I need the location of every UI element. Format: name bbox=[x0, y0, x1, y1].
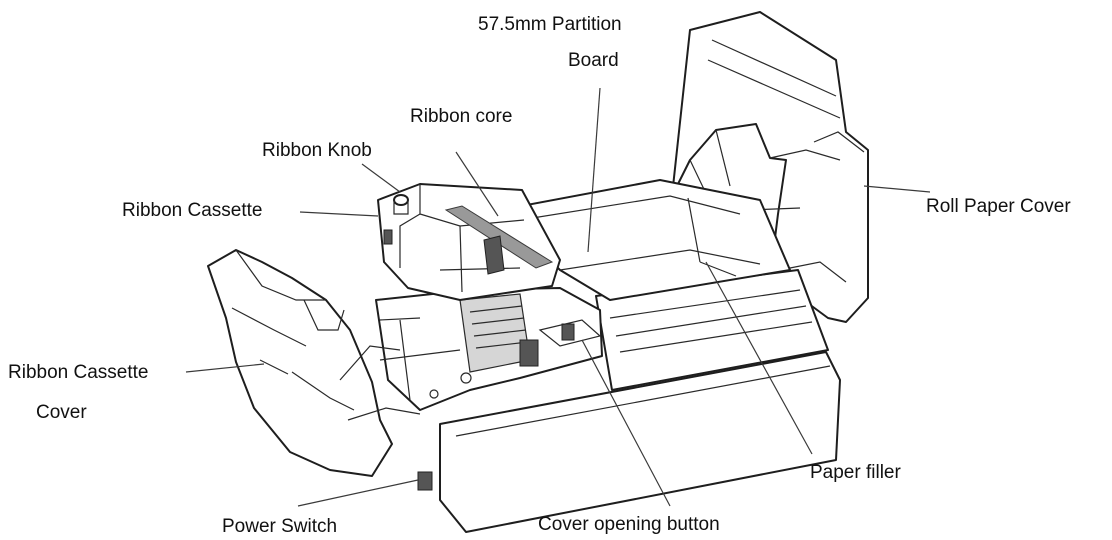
label-roll-paper-cover: Roll Paper Cover bbox=[926, 196, 1071, 217]
leader-partition-board bbox=[587, 87, 601, 253]
label-cover-opening-button: Cover opening button bbox=[538, 514, 720, 535]
leader-ribbon-core bbox=[455, 151, 499, 217]
paper-compartment bbox=[499, 179, 791, 301]
leader-paper-filler bbox=[705, 261, 813, 455]
leader-ribbon-cassette bbox=[299, 211, 379, 217]
label-paper-filler: Paper filler bbox=[810, 462, 901, 483]
printer-illustration bbox=[207, 11, 869, 533]
leader-ribbon-cassette-cover bbox=[185, 363, 265, 373]
leader-lines bbox=[185, 87, 931, 507]
leader-roll-paper-cover bbox=[863, 185, 931, 193]
label-ribbon-cassette-cover-line1: Ribbon Cassette bbox=[8, 362, 148, 383]
label-ribbon-core: Ribbon core bbox=[410, 106, 512, 127]
label-ribbon-cassette: Ribbon Cassette bbox=[122, 200, 262, 221]
label-partition-board-line1: 57.5mm Partition bbox=[478, 14, 622, 35]
label-ribbon-cassette-cover-line2: Cover bbox=[36, 402, 87, 423]
side-details bbox=[339, 319, 602, 491]
print-mechanism bbox=[375, 287, 603, 411]
leader-cover-opening-button bbox=[581, 339, 671, 507]
leader-power-switch bbox=[297, 479, 419, 507]
roll-paper-cover-part bbox=[671, 11, 869, 323]
printer-base bbox=[439, 269, 841, 533]
label-ribbon-knob: Ribbon Knob bbox=[262, 140, 372, 161]
leader-ribbon-knob bbox=[361, 163, 401, 193]
ribbon-cassette-part bbox=[377, 183, 561, 301]
label-partition-board-line2: Board bbox=[568, 50, 619, 71]
ribbon-cassette-cover-part bbox=[207, 249, 393, 477]
label-power-switch: Power Switch bbox=[222, 516, 337, 537]
callout-labels: 57.5mm Partition Board Ribbon core Ribbo… bbox=[8, 14, 1071, 537]
